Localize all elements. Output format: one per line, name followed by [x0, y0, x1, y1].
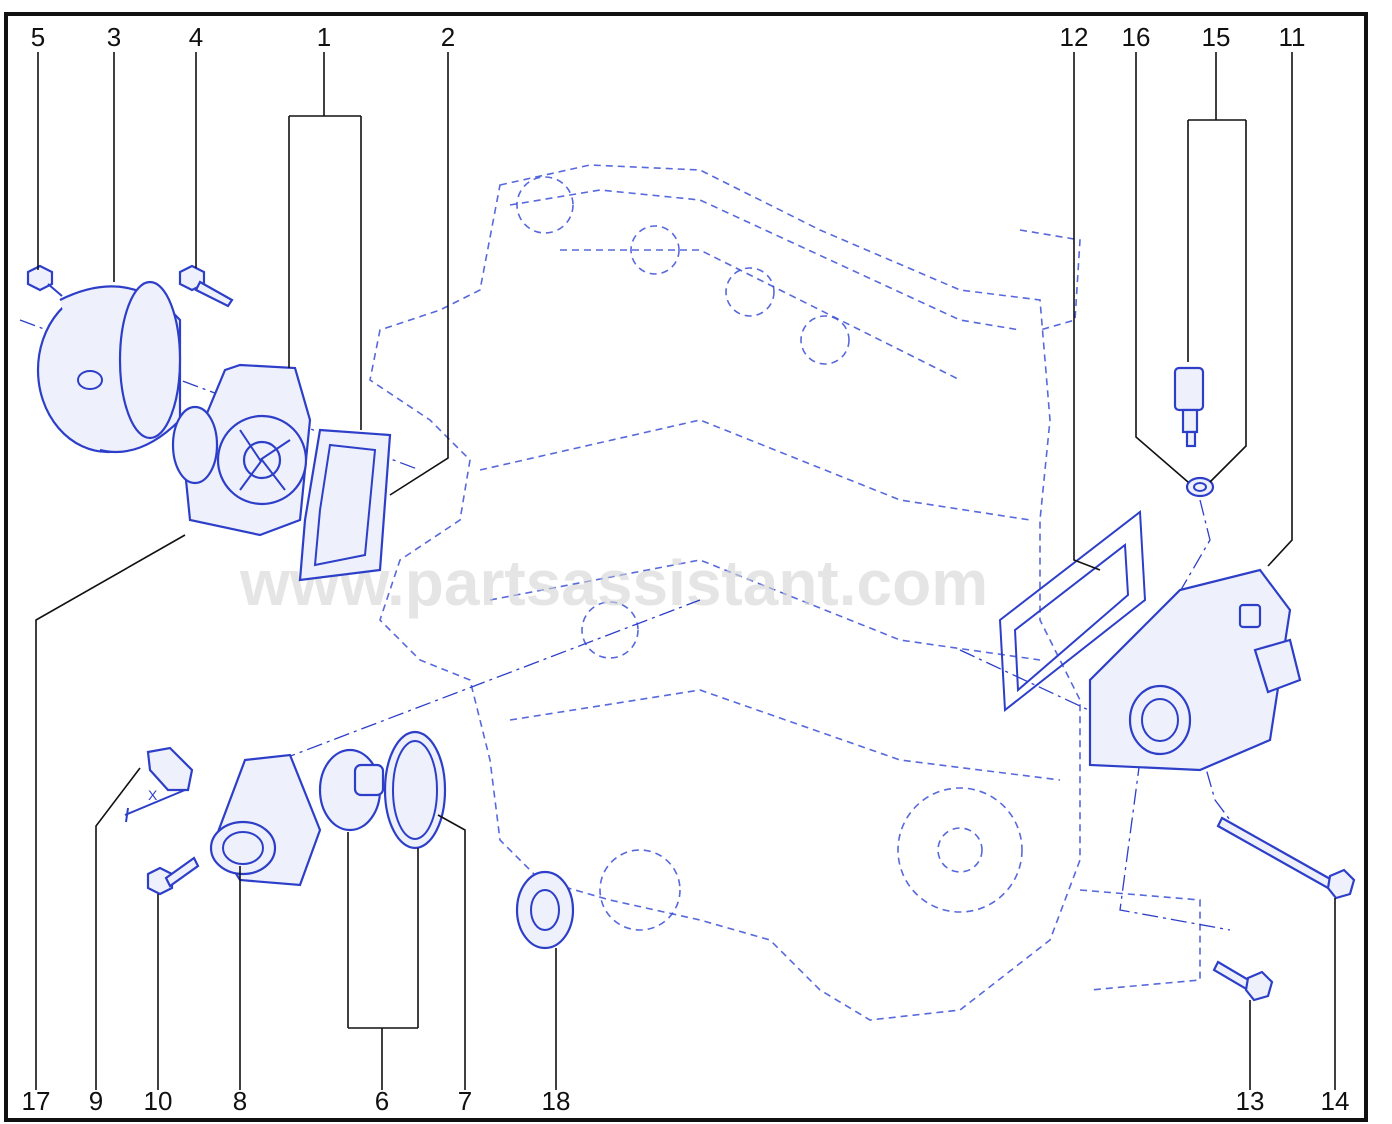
bolt-14-axis-line	[1174, 659, 1231, 821]
part-thermostat-6	[318, 748, 385, 832]
callout-10: 10	[144, 1086, 173, 1116]
part-bolt-5	[26, 264, 63, 297]
leader-lines	[35, 52, 1336, 1090]
part-bolt-10: X	[124, 787, 200, 896]
housing-axis-line	[959, 649, 1111, 721]
part-thermostat-housing	[209, 753, 322, 887]
part-thermostat-18	[515, 870, 575, 950]
part-temperature-sensor	[1173, 366, 1205, 448]
callout-14: 14	[1321, 1086, 1350, 1116]
diagram-frame	[4, 12, 1368, 1122]
part-gasket-pump	[298, 428, 392, 582]
callout-15: 15	[1202, 22, 1231, 52]
callout-13: 13	[1236, 1086, 1265, 1116]
engine-block-outline	[369, 164, 1201, 1021]
callout-numbers: 5 3 4 1 2 12 16 15 11 17 9 10 8 6 7 18 1…	[22, 22, 1350, 1116]
callout-12: 12	[1060, 22, 1089, 52]
part-washer	[1185, 476, 1215, 498]
callout-18: 18	[542, 1086, 571, 1116]
callout-16: 16	[1122, 22, 1151, 52]
callout-8: 8	[233, 1086, 247, 1116]
callout-7: 7	[458, 1086, 472, 1116]
thermostat-axis-line	[279, 599, 701, 761]
part-o-ring	[383, 730, 447, 850]
part-pulley	[36, 280, 182, 454]
sensor-axis-line	[1174, 499, 1211, 601]
callout-11: 11	[1279, 22, 1306, 52]
part-gasket-housing	[998, 510, 1147, 712]
callout-9: 9	[89, 1086, 103, 1116]
callout-4: 4	[189, 22, 203, 52]
callout-6: 6	[375, 1086, 389, 1116]
callout-17: 17	[22, 1086, 51, 1116]
callout-1: 1	[317, 22, 331, 52]
part-water-pump	[171, 363, 312, 537]
part-bolt-4	[178, 264, 234, 308]
callout-2: 2	[441, 22, 455, 52]
part-clip	[146, 746, 194, 792]
callout-3: 3	[107, 22, 121, 52]
bolt-13-axis-line	[1119, 759, 1231, 931]
part-bolt-13	[1212, 960, 1274, 1002]
part-bolt-14	[1216, 816, 1356, 900]
dimension-label: X	[148, 787, 158, 803]
callout-5: 5	[31, 22, 45, 52]
part-outlet-housing	[1088, 568, 1302, 772]
